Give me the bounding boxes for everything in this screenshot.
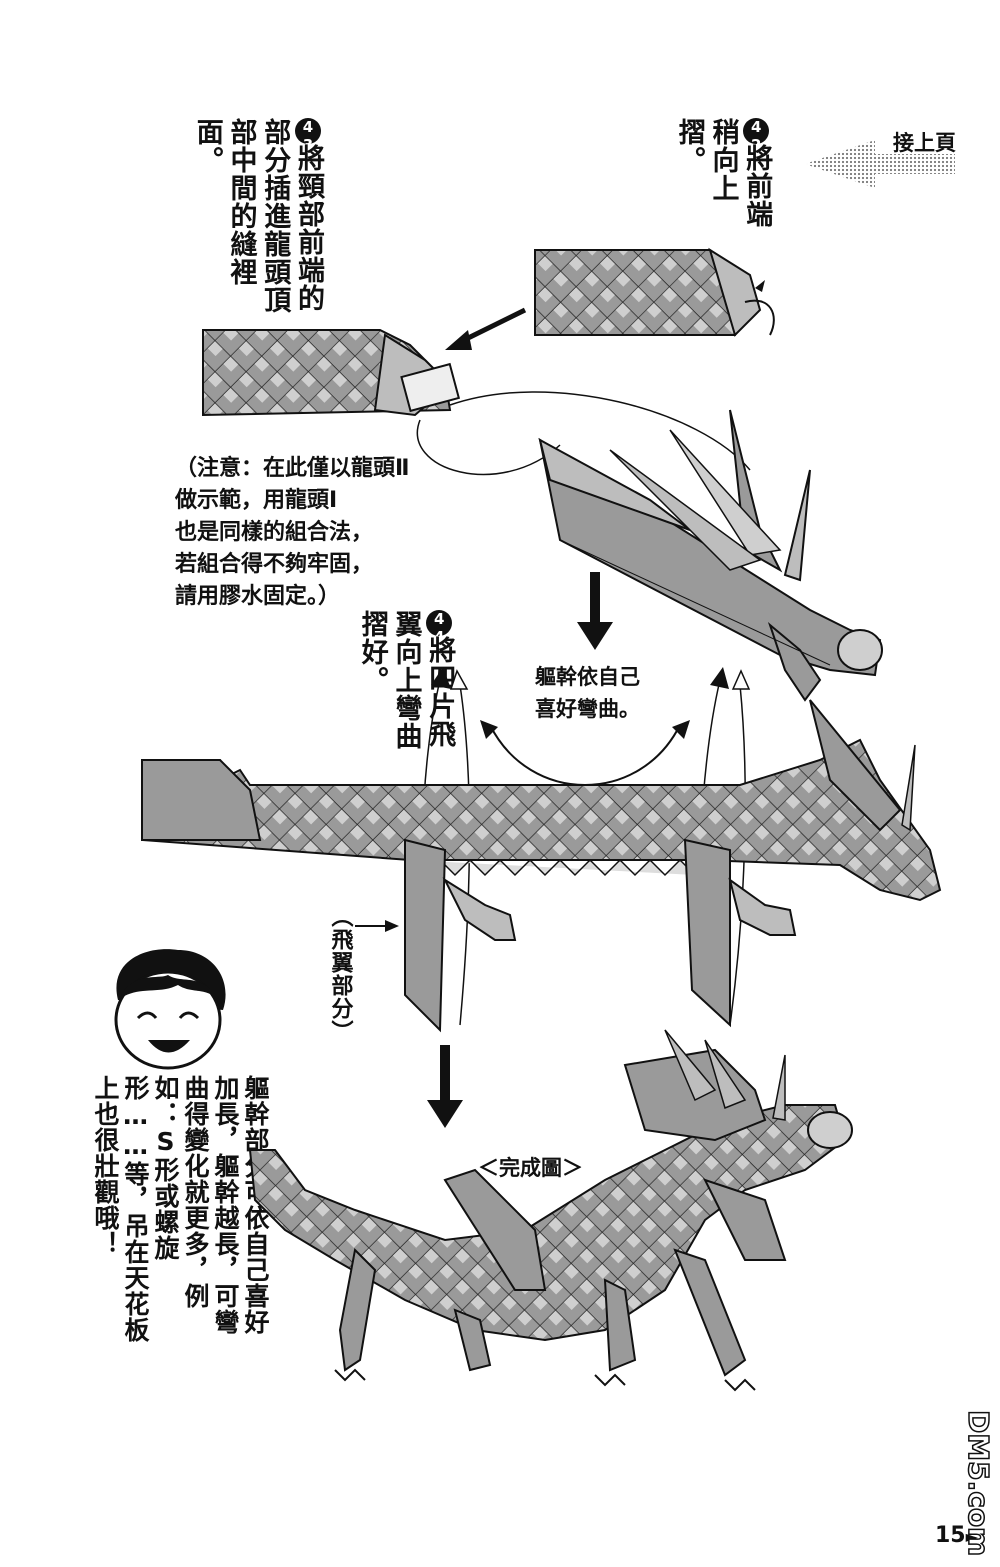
note-line: 請用膠水固定。）	[175, 583, 341, 609]
watermark-text: DM5.com	[961, 1409, 996, 1557]
neck-piece-step-43	[202, 329, 461, 417]
down-arrow-icon	[577, 572, 613, 650]
step-43-number: 43	[295, 118, 321, 154]
wing-label: （飛翼部分）	[327, 905, 353, 1043]
dragon-head-illustration	[538, 409, 883, 702]
step-43-instruction: 43將頸部前端的部分插進龍頭頂部中間的縫裡面。	[190, 118, 325, 328]
body-bend-label: 軀幹依自己喜好彎曲。	[535, 665, 640, 721]
boy-character-icon	[114, 949, 226, 1070]
step-44-text: 將四片飛翼向上彎曲摺好。	[356, 610, 456, 750]
assembled-dragon-illustration	[141, 699, 942, 1033]
down-arrow-icon	[427, 1045, 463, 1128]
step-44-instruction: 44將四片飛翼向上彎曲摺好。	[355, 610, 456, 750]
note-line: （注意：在此僅以龍頭Ⅱ	[175, 456, 410, 481]
step-42-number: 42	[743, 118, 770, 154]
note-block: （注意：在此僅以龍頭Ⅱ 做示範，用龍頭Ⅰ 也是同樣的組合法， 若組合得不夠牢固，…	[175, 453, 410, 612]
watermark-logo: DM5.com	[955, 1409, 996, 1560]
note-line: 做示範，用龍頭Ⅰ	[175, 487, 338, 513]
wing-pointer-arrow	[355, 920, 399, 932]
note-line: 也是同樣的組合法，	[175, 519, 374, 545]
page-arrow-icon: ►	[965, 1527, 978, 1546]
continue-label: 接上頁	[893, 131, 956, 155]
step-arrow-42-to-43	[445, 307, 527, 350]
insertion-curves	[416, 391, 751, 476]
step-42-instruction: 42將前端稍向上摺。	[672, 118, 773, 248]
left-arrow-icon	[805, 140, 955, 188]
completed-label: ＜完成圖＞	[478, 1156, 583, 1180]
page-number-value: 15	[935, 1523, 966, 1548]
character-tip: 軀幹部分可依自己喜好加長，軀幹越長，可彎曲得變化就更多，例如：S形或螺旋形……等…	[91, 1075, 270, 1343]
note-line: 若組合得不夠牢固，	[175, 551, 374, 577]
neck-piece-step-42	[534, 247, 775, 337]
continue-indicator: 接上頁	[805, 128, 975, 188]
step-44-number: 44	[426, 610, 453, 646]
completed-dragon-illustration	[248, 1029, 853, 1392]
page-number: 15►	[935, 1520, 978, 1552]
step-43-text: 將頸部前端的部分插進龍頭頂部中間的縫裡面。	[191, 118, 324, 314]
step-42-text: 將前端稍向上摺。	[673, 118, 773, 228]
